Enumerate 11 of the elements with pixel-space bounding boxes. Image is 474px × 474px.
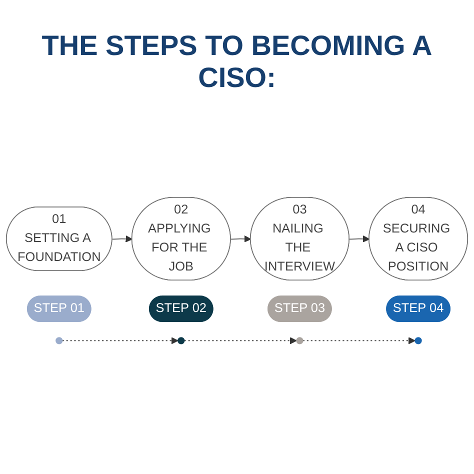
- arrow: [184, 336, 297, 344]
- node-circle: [178, 336, 185, 344]
- node-circle: [414, 336, 422, 344]
- node-circle: [296, 336, 304, 344]
- arrow: [62, 336, 178, 344]
- title: THE STEPS TO BECOMING A CISO:: [40, 30, 434, 94]
- node-circle: [56, 336, 63, 344]
- arrow: [349, 235, 370, 242]
- arrow: [112, 235, 132, 242]
- arrow: [230, 235, 252, 242]
- arrow: [302, 336, 416, 344]
